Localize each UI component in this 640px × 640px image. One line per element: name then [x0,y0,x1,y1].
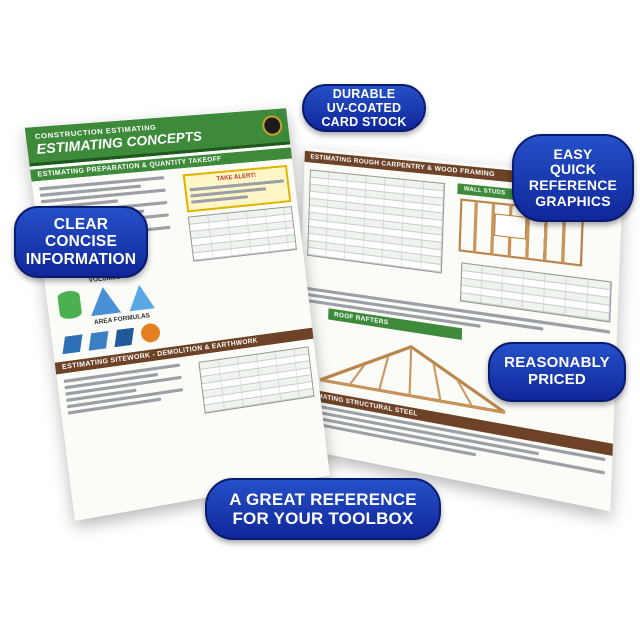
alert-box: TAKE ALERT! [182,164,292,213]
toolbox-reference-callout: A GREAT REFERENCE FOR YOUR TOOLBOX [205,478,441,540]
framing-table [307,169,446,274]
front-reference-card: CONSTRUCTION ESTIMATING ESTIMATING CONCE… [24,108,330,521]
circle-icon [139,322,162,344]
reasonably-priced-callout: REASONABLY PRICED [488,342,626,402]
trapezoid-icon [114,327,134,348]
parallelogram-icon [62,334,83,355]
cone-icon [126,283,155,312]
pyramid-icon [87,285,122,317]
cylinder-icon [56,289,83,321]
easy-reference-callout: EASY QUICK REFERENCE GRAPHICS [512,134,634,222]
clear-information-callout: CLEAR CONCISE INFORMATION [14,206,148,278]
square-icon [88,331,109,351]
durable-callout: DURABLE UV-COATED CARD STOCK [302,84,426,132]
